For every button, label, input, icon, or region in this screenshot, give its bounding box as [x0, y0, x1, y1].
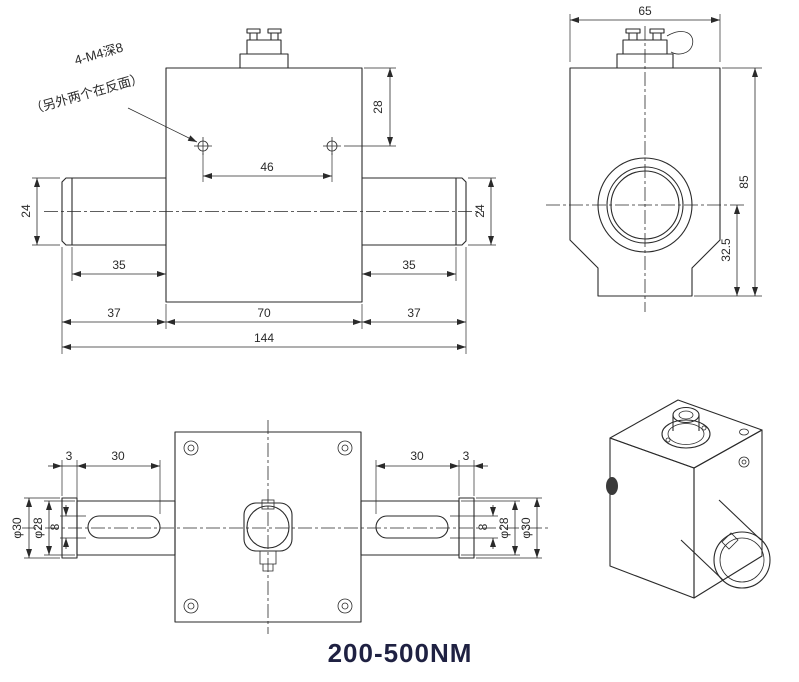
dim-35-right-label: 35	[402, 258, 416, 272]
corner-screw	[337, 598, 353, 614]
dim-37-left-label: 37	[107, 306, 121, 320]
iso-top-face	[609, 399, 763, 469]
dim-3-left-label: 3	[66, 449, 73, 463]
bottom-view: 3 30 30 3 φ30 φ28 8 8 φ28 φ30	[10, 420, 548, 634]
dim-phi30-left-label: φ30	[10, 517, 24, 538]
dim-35-left-label: 35	[112, 258, 126, 272]
iso-left-face	[609, 437, 695, 599]
iso-top-screw	[739, 428, 749, 436]
dim-37-right-label: 37	[407, 306, 421, 320]
iso-side-screw	[738, 456, 750, 468]
dim-32-5-label: 32.5	[719, 238, 733, 262]
iso-output-shaft	[680, 499, 771, 589]
iso-cable-gland	[606, 477, 618, 495]
top-connector	[239, 28, 289, 69]
dim-phi28-left-label: φ28	[31, 517, 45, 538]
side-top-connector	[616, 28, 694, 69]
dim-30-right-label: 30	[410, 449, 424, 463]
mounting-hole-left	[194, 137, 212, 155]
corner-screw	[183, 598, 199, 614]
dim-46-label: 46	[260, 160, 274, 174]
model-title: 200-500NM	[328, 638, 473, 668]
dim-8-left-label: 8	[48, 523, 62, 530]
corner-screw	[337, 440, 353, 456]
corner-screw	[183, 440, 199, 456]
dim-3-right-label: 3	[463, 449, 470, 463]
front-view: 4-M4深8 （另外两个在反面） 28 46 24 24 35 35	[19, 28, 496, 354]
dim-24-left-label: 24	[19, 204, 33, 218]
dim-8-right-label: 8	[476, 523, 490, 530]
dim-70-label: 70	[257, 306, 271, 320]
side-body-outline	[569, 67, 721, 297]
dim-65-label: 65	[638, 4, 652, 18]
sensor-body-outline	[165, 67, 363, 303]
side-view: 65 85 32.5	[546, 4, 762, 312]
dim-30-left-label: 30	[111, 449, 125, 463]
thread-note-line1: 4-M4深8	[73, 40, 125, 68]
dim-24-right-label: 24	[473, 204, 487, 218]
mounting-hole-right	[323, 137, 341, 155]
dim-144-label: 144	[254, 331, 274, 345]
dim-phi28-right-label: φ28	[497, 517, 511, 538]
note-leader-line	[127, 107, 198, 143]
iso-right-face	[693, 429, 763, 599]
right-keyway	[375, 515, 449, 539]
dim-phi30-right-label: φ30	[519, 517, 533, 538]
iso-top-connector	[661, 406, 711, 449]
dim-85-label: 85	[737, 175, 751, 189]
dim-28-label: 28	[371, 100, 385, 114]
isometric-view	[606, 399, 771, 599]
thread-note-line2: （另外两个在反面）	[28, 70, 145, 117]
connector-bail-wire	[666, 31, 694, 55]
left-keyway	[87, 515, 161, 539]
iso-shaft-keyway	[721, 532, 739, 550]
